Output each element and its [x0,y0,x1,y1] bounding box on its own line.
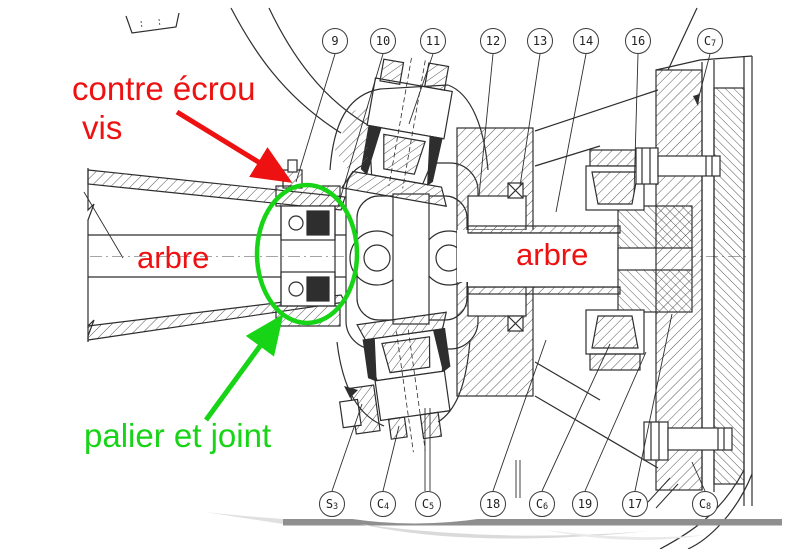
page-shadow [205,508,782,540]
label-contre-ecrou: contre écrou [72,70,256,107]
label-arbre-right: arbre [516,237,589,272]
hub-bearing-block [275,159,341,327]
callout-19: 19 [572,491,598,517]
bolt-top-right [635,147,721,185]
seal-ring-upper [507,182,524,199]
green-highlight-ellipse [254,182,360,326]
label-palier-et-joint: palier et joint [84,417,272,454]
red-arrow [175,109,293,183]
upper-kingpin-bearing [340,57,453,207]
callout-11: 11 [420,28,446,54]
label-vis: vis [82,109,123,146]
green-arrow [203,313,284,422]
callout-13: 13 [527,28,553,54]
callout-14: 14 [573,28,599,54]
callout-9: 9 [322,28,348,54]
callout-17: 17 [622,491,648,517]
pinion-bearing-lower [585,309,645,371]
callout-12: 12 [480,28,506,54]
drawing-linework [83,7,753,549]
seal-ring-lower [507,315,524,332]
leader-arrowhead [344,386,358,398]
flange-plate [534,7,753,549]
callout-16: 16 [625,28,651,54]
lower-kingpin-bearing [338,311,451,453]
left-shaft [88,234,393,278]
callout-10: 10 [370,28,396,54]
leader-lines [295,53,711,498]
label-arbre-left: arbre [137,240,210,275]
callout-18: 18 [480,491,506,517]
